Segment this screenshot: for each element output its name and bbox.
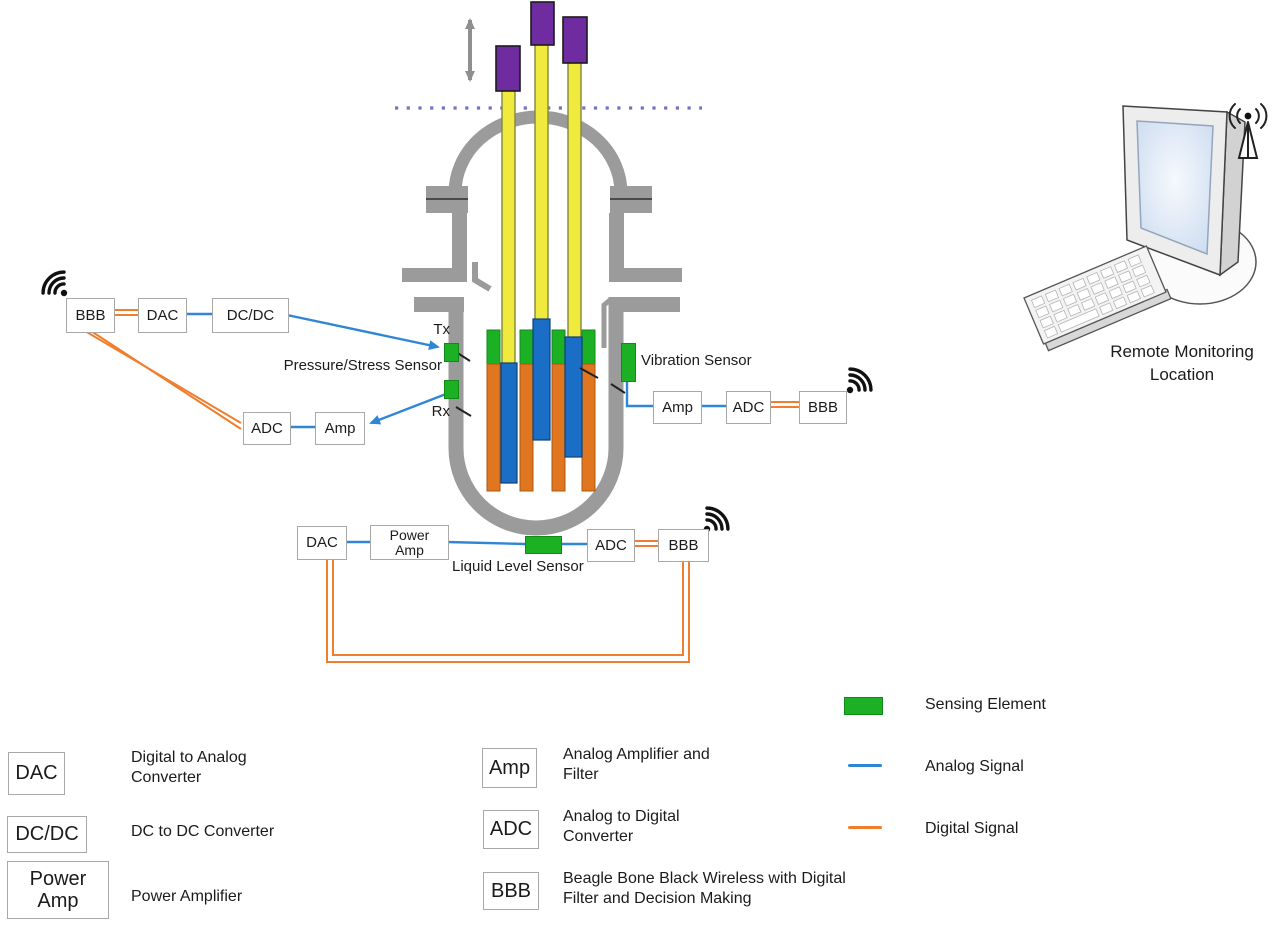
vibration-sensor-label: Vibration Sensor — [641, 352, 752, 369]
tx-sensing-element — [444, 343, 459, 362]
adc-box-pressure-chain: ADC — [243, 412, 291, 445]
follower-rods — [500, 318, 583, 484]
legend-adc-box: ADC — [483, 810, 539, 849]
legend-adc-desc: Analog to Digital Converter — [563, 808, 680, 845]
reactor-vessel — [402, 110, 682, 536]
dac-box-liquid-chain: DAC — [297, 526, 347, 560]
legend-digital-signal-swatch — [848, 826, 882, 829]
analog-signal-lines — [185, 312, 726, 546]
rx-label: Rx — [431, 403, 450, 420]
legend-bbb-desc: Beagle Bone Black Wireless with Digital … — [563, 870, 846, 907]
liquid-level-sensing-element — [525, 536, 562, 554]
bbb-box-pressure-chain: BBB — [66, 298, 115, 333]
control-rods — [495, 1, 588, 368]
dcdc-box-pressure-chain: DC/DC — [212, 298, 289, 333]
adc-box-vibration-chain: ADC — [726, 391, 771, 424]
legend-bbb-box: BBB — [483, 872, 539, 910]
fuel-rods — [486, 318, 596, 492]
legend-power-amp-desc: Power Amplifier — [131, 888, 243, 905]
legend-dac-desc: Digital to Analog Converter — [131, 749, 247, 786]
legend-dcdc-box: DC/DC — [7, 816, 87, 853]
legend-dac-box: DAC — [8, 752, 65, 795]
keyboard-graphic — [1023, 245, 1172, 352]
power-amp-box-liquid-chain: Power Amp — [370, 525, 449, 560]
vibration-sensing-element — [621, 343, 636, 382]
legend-sensing-element-swatch — [844, 697, 883, 715]
amp-box-vibration-chain: Amp — [653, 391, 702, 424]
legend-amp-desc: Analog Amplifier and Filter — [563, 746, 710, 783]
liquid-level-sensor-label: Liquid Level Sensor — [452, 558, 584, 575]
legend-dcdc-desc: DC to DC Converter — [131, 823, 275, 840]
legend-amp-box: Amp — [482, 748, 537, 788]
legend-sensing-element-label: Sensing Element — [925, 696, 1046, 713]
digital-signal-lines — [84, 309, 799, 663]
tx-label: Tx — [433, 321, 450, 338]
legend-power-amp-box: Power Amp — [7, 861, 109, 919]
antenna-icon — [1228, 103, 1268, 159]
legend-analog-signal-swatch — [848, 764, 882, 767]
bbb-box-liquid-chain: BBB — [658, 529, 709, 562]
legend-analog-signal-label: Analog Signal — [925, 758, 1024, 775]
drive-housing — [562, 16, 588, 64]
dac-box-pressure-chain: DAC — [138, 298, 187, 333]
bbb-box-vibration-chain: BBB — [799, 391, 847, 424]
legend-digital-signal-label: Digital Signal — [925, 820, 1019, 837]
remote-monitoring-label: Remote Monitoring Location — [1110, 342, 1254, 384]
computer-graphic — [1023, 103, 1268, 352]
amp-box-pressure-chain: Amp — [315, 412, 365, 445]
rx-sensing-element — [444, 380, 459, 399]
drive-housing — [495, 45, 521, 92]
drive-housing — [530, 1, 555, 46]
adc-box-liquid-chain: ADC — [587, 529, 635, 562]
pressure-stress-sensor-label: Pressure/Stress Sensor — [283, 357, 442, 374]
